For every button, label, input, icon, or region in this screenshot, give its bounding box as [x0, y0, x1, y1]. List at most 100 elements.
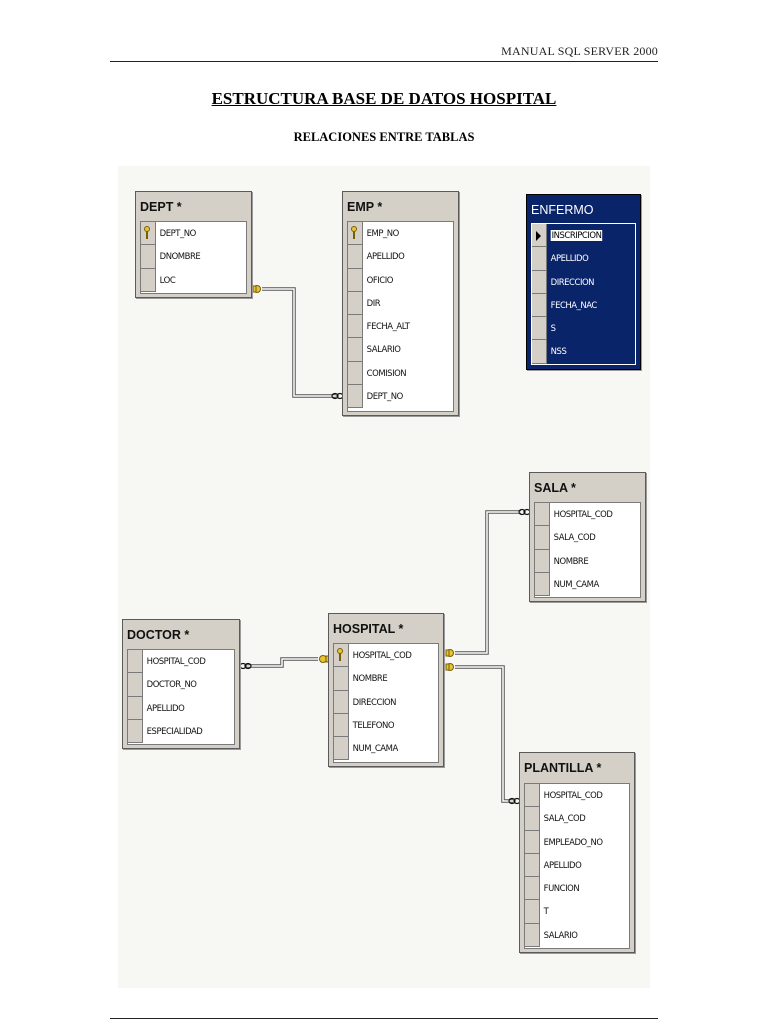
row-selector[interactable] [141, 222, 156, 246]
row-selector[interactable] [532, 224, 547, 248]
row-selector[interactable] [532, 270, 547, 294]
field-row[interactable]: LOC [141, 268, 246, 292]
field-row[interactable]: NOMBRE [334, 667, 438, 691]
row-selector[interactable] [334, 690, 349, 714]
field-row[interactable]: HOSPITAL_COD [535, 503, 640, 527]
table-emp[interactable]: EMP * EMP_NO APELLIDO OFICIO DIR FECHA_A… [342, 191, 459, 416]
page-title: ESTRUCTURA BASE DE DATOS HOSPITAL [211, 89, 557, 108]
field-row[interactable]: APELLIDO [128, 696, 234, 720]
field-row[interactable]: NOMBRE [535, 549, 640, 573]
field-row[interactable]: APELLIDO [525, 853, 629, 878]
field-row[interactable]: APELLIDO [532, 247, 635, 271]
table-title[interactable]: ENFERMO [531, 203, 594, 217]
field-row[interactable]: OFICIO [348, 268, 453, 292]
field-row[interactable]: SALA_COD [525, 807, 629, 831]
row-selector[interactable] [348, 385, 363, 409]
row-selector[interactable] [525, 853, 540, 878]
field-row[interactable]: SALARIO [348, 338, 453, 362]
row-selector[interactable] [532, 293, 547, 318]
table-title[interactable]: SALA * [534, 481, 576, 495]
row-selector[interactable] [525, 830, 540, 854]
field-row[interactable]: SALARIO [525, 923, 629, 948]
row-selector[interactable] [532, 247, 547, 271]
row-selector[interactable] [334, 644, 349, 668]
field-row[interactable]: ESPECIALIDAD [128, 719, 234, 744]
field-name: SALA_COD [543, 813, 586, 825]
field-row[interactable]: T [525, 900, 629, 924]
field-row-current[interactable]: INSCRIPCION [532, 224, 635, 248]
row-selector[interactable] [535, 526, 550, 550]
table-enfermo[interactable]: ENFERMO INSCRIPCION APELLIDO DIRECCION F… [526, 194, 641, 370]
field-row[interactable]: TELEFONO [334, 713, 438, 738]
table-dept[interactable]: DEPT * DEPT_NO DNOMBRE LOC [135, 191, 252, 298]
field-row[interactable]: FECHA_NAC [532, 293, 635, 318]
row-selector[interactable] [348, 315, 363, 339]
row-selector[interactable] [348, 245, 363, 269]
row-selector[interactable] [141, 268, 156, 292]
table-title[interactable]: DEPT * [140, 200, 182, 214]
header-rule [110, 61, 658, 62]
row-selector[interactable] [532, 317, 547, 341]
row-selector[interactable] [128, 673, 143, 697]
row-selector[interactable] [525, 877, 540, 901]
row-selector[interactable] [128, 650, 143, 674]
table-doctor[interactable]: DOCTOR * HOSPITAL_COD DOCTOR_NO APELLIDO… [122, 619, 240, 749]
table-title[interactable]: PLANTILLA * [524, 761, 602, 775]
field-row[interactable]: FUNCION [525, 877, 629, 901]
row-selector[interactable] [525, 784, 540, 808]
field-row[interactable]: APELLIDO [348, 245, 453, 269]
field-row[interactable]: COMISION [348, 361, 453, 386]
field-list: HOSPITAL_COD SALA_COD NOMBRE NUM_CAMA [534, 502, 641, 598]
field-row[interactable]: HOSPITAL_COD [128, 650, 234, 674]
table-hospital[interactable]: HOSPITAL * HOSPITAL_COD NOMBRE DIRECCION… [328, 613, 444, 767]
row-selector[interactable] [128, 696, 143, 720]
row-selector[interactable] [535, 549, 550, 573]
field-list: HOSPITAL_COD NOMBRE DIRECCION TELEFONO N… [333, 643, 439, 763]
table-title[interactable]: DOCTOR * [127, 628, 190, 642]
field-name: APELLIDO [366, 251, 405, 263]
field-row[interactable]: DIRECCION [532, 270, 635, 294]
row-selector[interactable] [348, 361, 363, 386]
field-name: NOMBRE [553, 555, 589, 567]
row-selector[interactable] [348, 291, 363, 316]
row-selector[interactable] [334, 667, 349, 691]
row-selector[interactable] [535, 572, 550, 597]
field-row[interactable]: SALA_COD [535, 526, 640, 550]
field-name: APELLIDO [550, 253, 589, 265]
field-row[interactable]: HOSPITAL_COD [334, 644, 438, 668]
row-selector[interactable] [348, 338, 363, 362]
row-selector[interactable] [334, 713, 349, 738]
field-row[interactable]: DEPT_NO [141, 222, 246, 246]
field-row[interactable]: HOSPITAL_COD [525, 784, 629, 808]
primary-key-icon [144, 226, 150, 239]
field-list: DEPT_NO DNOMBRE LOC [140, 221, 247, 294]
row-selector[interactable] [128, 719, 143, 744]
field-row[interactable]: EMPLEADO_NO [525, 830, 629, 854]
field-row[interactable]: DIR [348, 291, 453, 316]
field-row[interactable]: DNOMBRE [141, 245, 246, 269]
field-row[interactable]: S [532, 317, 635, 341]
row-selector[interactable] [348, 268, 363, 292]
field-row[interactable]: DEPT_NO [348, 385, 453, 409]
table-title[interactable]: HOSPITAL * [333, 622, 404, 636]
row-selector[interactable] [535, 503, 550, 527]
field-row[interactable]: EMP_NO [348, 222, 453, 246]
row-selector[interactable] [525, 923, 540, 948]
table-title[interactable]: EMP * [347, 200, 383, 214]
row-selector[interactable] [525, 807, 540, 831]
row-selector[interactable] [141, 245, 156, 269]
row-selector[interactable] [348, 222, 363, 246]
field-row[interactable]: DOCTOR_NO [128, 673, 234, 697]
row-selector[interactable] [525, 900, 540, 924]
table-plantilla[interactable]: PLANTILLA * HOSPITAL_COD SALA_COD EMPLEA… [519, 752, 635, 953]
field-name: S [550, 323, 556, 335]
row-selector[interactable] [532, 340, 547, 364]
field-row[interactable]: NSS [532, 340, 635, 364]
row-selector[interactable] [334, 737, 349, 761]
field-name: INSCRIPCION [547, 224, 628, 247]
field-row[interactable]: NUM_CAMA [535, 572, 640, 597]
field-row[interactable]: NUM_CAMA [334, 737, 438, 761]
table-sala[interactable]: SALA * HOSPITAL_COD SALA_COD NOMBRE NUM_… [529, 472, 646, 602]
field-row[interactable]: DIRECCION [334, 690, 438, 714]
field-row[interactable]: FECHA_ALT [348, 315, 453, 339]
